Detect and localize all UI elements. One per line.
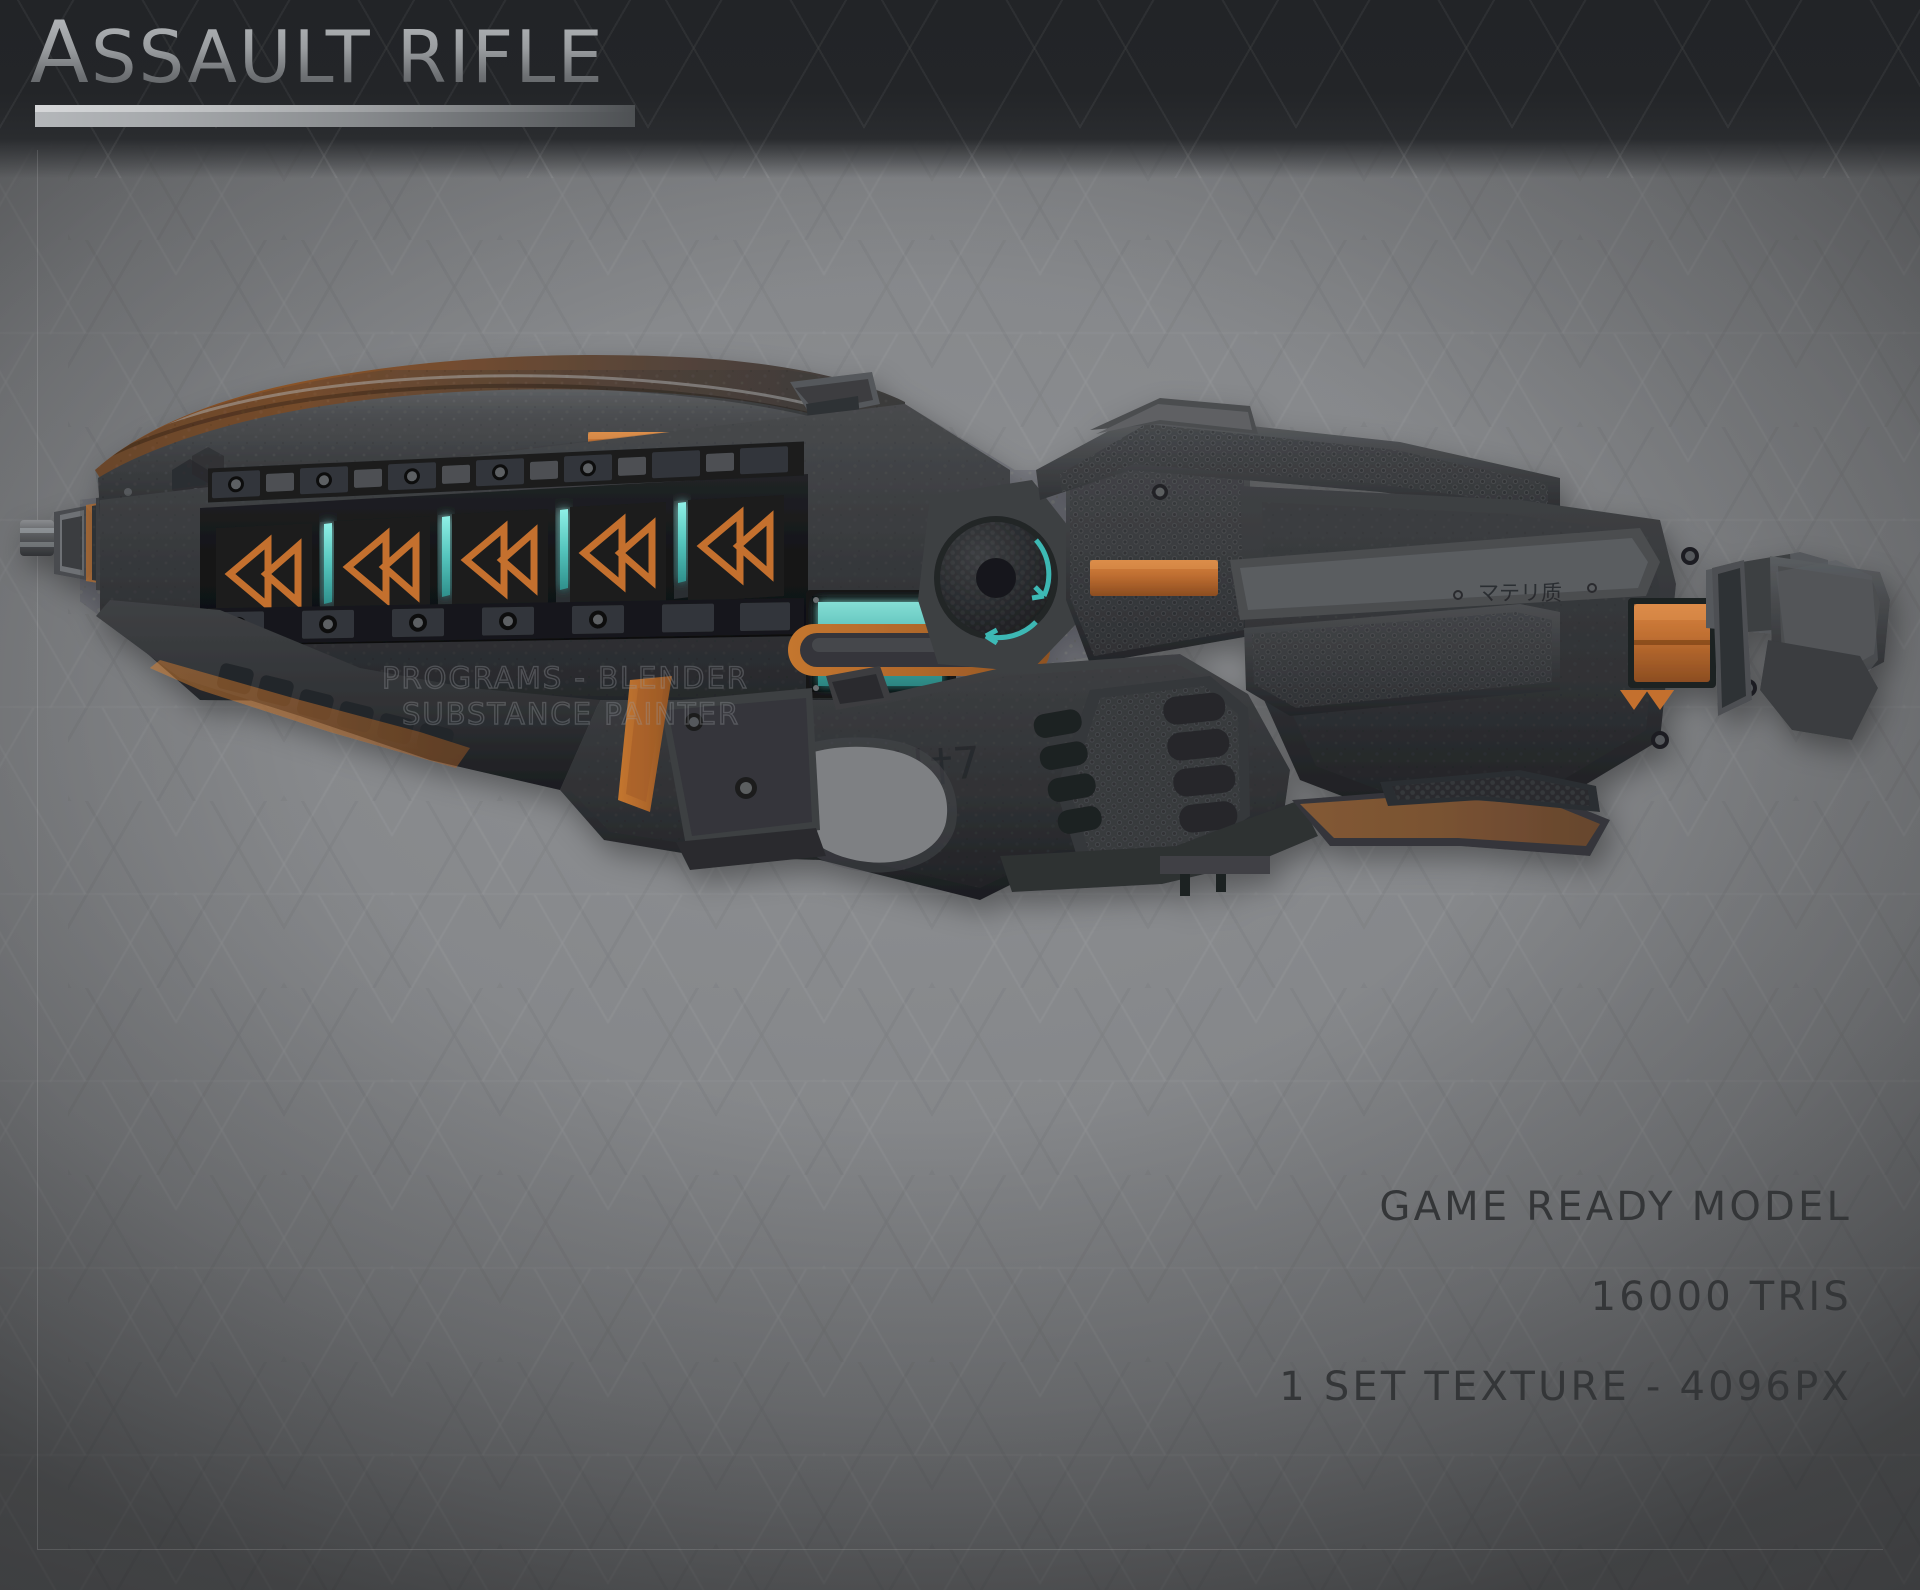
grip-front-grooves xyxy=(1033,709,1102,834)
teal-light-strip xyxy=(442,516,450,597)
header-dark-band xyxy=(0,0,1920,178)
layout-frame-border xyxy=(37,150,1883,1550)
info-line-game-ready: GAME READY MODEL xyxy=(1379,1184,1852,1230)
top-rear-rail xyxy=(1036,398,1560,516)
stock-body: マテリ质 xyxy=(1230,486,1765,826)
teal-light-strip xyxy=(678,502,686,583)
grip-finger-grooves xyxy=(1163,692,1238,833)
chevron-arrow-icon xyxy=(460,520,538,600)
teal-light-strip xyxy=(560,509,568,590)
chevron-arrow-icon xyxy=(224,534,302,614)
title-underline-bar xyxy=(35,105,635,127)
magwell-plate xyxy=(660,688,826,870)
chevron-arrow-icon xyxy=(578,513,656,593)
chevron-arrow-icon xyxy=(696,506,774,586)
chevron-indicator-group xyxy=(216,495,784,630)
rear-upper-plate xyxy=(1066,450,1250,664)
teal-light-strip xyxy=(324,523,332,604)
stock-engraving-text: マテリ质 xyxy=(1478,581,1562,605)
pistol-grip xyxy=(1033,676,1250,880)
dial-rotation-arrow-icon xyxy=(984,538,1052,646)
watermark-line-1: PROGRAMS - BLENDER xyxy=(382,661,749,695)
model-info-block: GAME READY MODEL 16000 TRIS 1 SET TEXTUR… xyxy=(1279,1184,1852,1410)
upper-screw-strip xyxy=(208,441,804,503)
stock-lower-strut xyxy=(1000,770,1610,896)
info-line-texture: 1 SET TEXTURE - 4096PX xyxy=(1279,1364,1852,1410)
watermark-group: PROGRAMS - BLENDER SUBSTANCE PAINTER xyxy=(381,660,749,731)
selector-dial xyxy=(918,480,1076,672)
buttstock-pad xyxy=(1706,552,1890,740)
grip-and-trigger-group: マテリ†7 xyxy=(96,600,1290,900)
weapon-group: マテリ质 xyxy=(20,355,1890,900)
stock-double-arrow-icon xyxy=(1620,690,1674,710)
info-line-tris: 16000 TRIS xyxy=(1590,1274,1852,1320)
watermark-line-2: SUBSTANCE PAINTER xyxy=(402,697,740,731)
chevron-arrow-icon xyxy=(342,527,420,607)
